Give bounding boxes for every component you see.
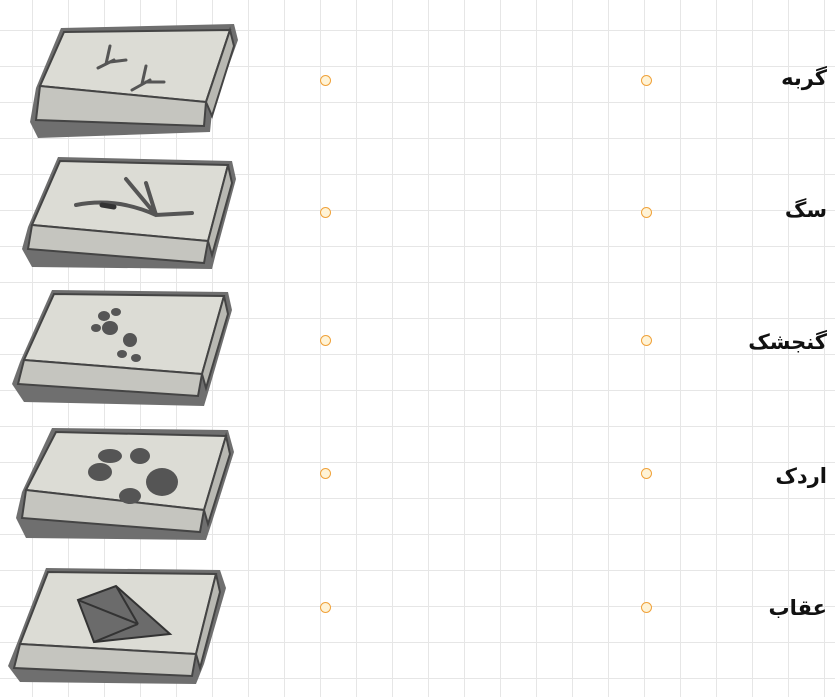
bird-track-icon — [6, 16, 242, 142]
left-match-dot[interactable] — [320, 468, 331, 479]
right-match-dot[interactable] — [641, 335, 652, 346]
stone-tile-webbed-foot[interactable] — [6, 562, 242, 688]
left-match-dot[interactable] — [320, 75, 331, 86]
animal-word: اردک — [717, 464, 827, 488]
animal-word: گربه — [717, 66, 827, 90]
stone-tile-large-bird-track[interactable] — [6, 149, 242, 275]
dog-paw-icon — [6, 422, 242, 548]
left-match-dot[interactable] — [320, 335, 331, 346]
match-row: عقاب — [0, 558, 835, 692]
duck-webbed-foot-icon — [6, 562, 242, 688]
right-match-dot[interactable] — [641, 468, 652, 479]
large-bird-track-icon — [6, 149, 242, 275]
animal-word: گنجشک — [717, 330, 827, 354]
stone-tile-dog-paw[interactable] — [6, 422, 242, 548]
cat-paw-icon — [6, 282, 242, 408]
animal-word: عقاب — [717, 596, 827, 620]
match-row: اردک — [0, 418, 835, 552]
right-match-dot[interactable] — [641, 207, 652, 218]
match-row: سگ — [0, 145, 835, 279]
left-match-dot[interactable] — [320, 207, 331, 218]
right-match-dot[interactable] — [641, 75, 652, 86]
animal-word: سگ — [717, 198, 827, 222]
right-match-dot[interactable] — [641, 602, 652, 613]
stone-tile-bird-track[interactable] — [6, 16, 242, 142]
stone-tile-cat-paw[interactable] — [6, 282, 242, 408]
match-row: گربه — [0, 12, 835, 146]
left-match-dot[interactable] — [320, 602, 331, 613]
match-row: گنجشک — [0, 278, 835, 412]
